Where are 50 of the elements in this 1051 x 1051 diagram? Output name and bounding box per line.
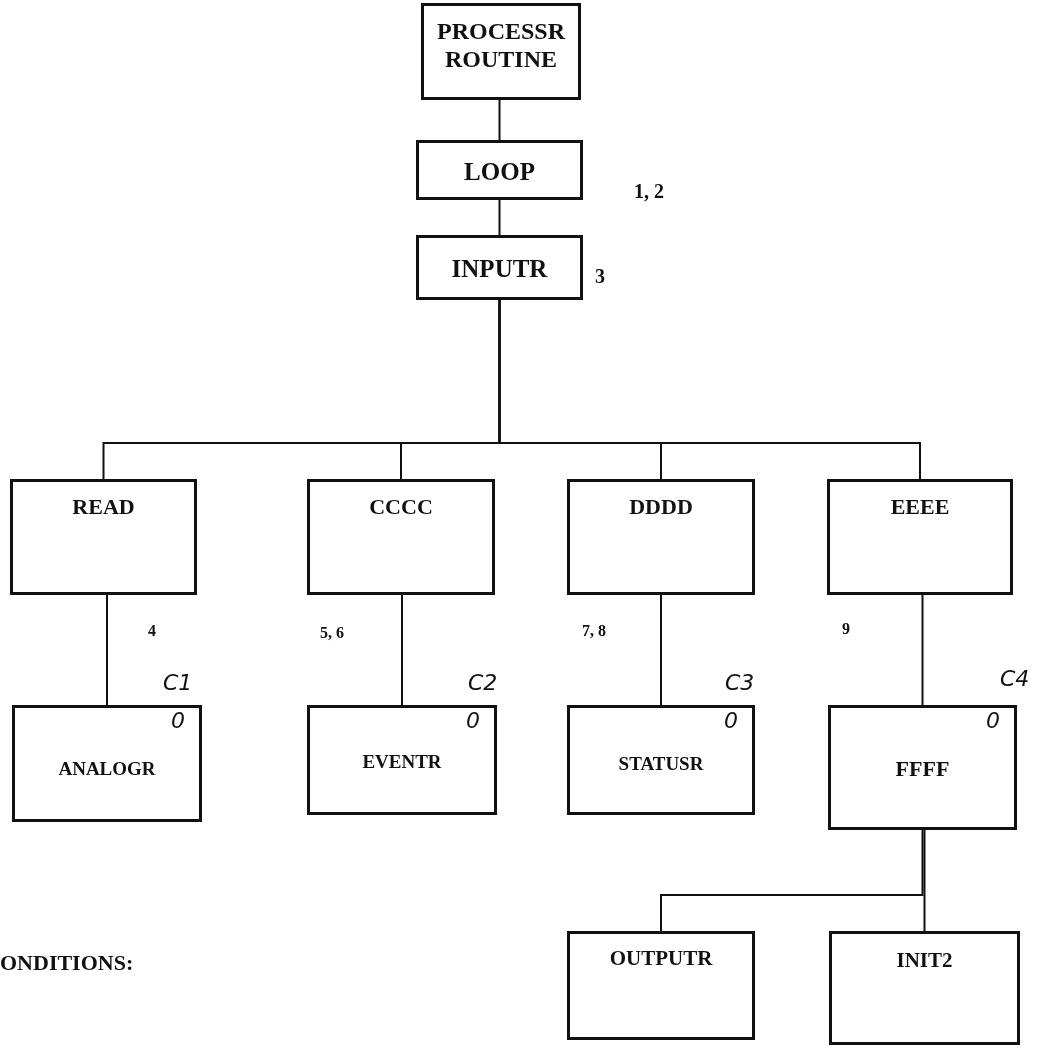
step-number: 4 — [148, 622, 156, 640]
connector-line — [498, 99, 501, 141]
box-title: INIT2 — [895, 948, 954, 973]
box-title: PROCESSR ROUTINE — [436, 18, 567, 74]
step-number: 1, 2 — [634, 180, 664, 203]
process-box — [416, 140, 583, 200]
process-box — [827, 479, 1013, 595]
process-box — [12, 705, 202, 822]
box-title: READ — [71, 494, 136, 520]
box-title: INPUTR — [450, 255, 549, 284]
connector-line — [660, 829, 924, 932]
connector-line — [498, 199, 501, 236]
connector-line — [660, 594, 662, 706]
connector-line — [498, 299, 921, 480]
process-box — [567, 931, 755, 1040]
box-title: EEEE — [889, 494, 951, 520]
handwritten-mark: 0 — [171, 710, 185, 732]
box-title: DDDD — [628, 494, 694, 520]
box-title: STATUSR — [617, 753, 705, 775]
box-title: EVENTR — [361, 751, 443, 773]
process-box — [416, 235, 583, 300]
process-box — [567, 705, 755, 815]
step-number: 5, 6 — [320, 624, 344, 642]
box-title: OUTPUTR — [608, 946, 714, 971]
section-heading: ONDITIONS: — [0, 950, 134, 976]
connector-line — [106, 594, 108, 706]
handwritten-note: C3 — [725, 672, 755, 694]
handwritten-note: C1 — [163, 672, 193, 694]
process-box — [828, 705, 1017, 830]
connector-line — [921, 594, 924, 706]
box-title: ANALOGR — [57, 758, 157, 780]
handwritten-note: C4 — [1000, 668, 1030, 690]
process-box — [10, 479, 197, 595]
box-title: CCCC — [368, 494, 434, 520]
step-number: 3 — [595, 265, 605, 288]
process-box — [307, 705, 497, 815]
process-box — [829, 931, 1020, 1045]
box-title: FFFF — [894, 756, 951, 782]
connector-line — [401, 594, 403, 706]
connector-line — [923, 829, 926, 932]
box-title: LOOP — [463, 158, 536, 187]
handwritten-note: C2 — [468, 672, 498, 694]
step-number: 7, 8 — [582, 622, 606, 640]
step-number: 9 — [842, 620, 850, 638]
handwritten-mark: 0 — [986, 710, 1000, 732]
handwritten-mark: 0 — [466, 710, 480, 732]
process-box — [567, 479, 755, 595]
handwritten-mark: 0 — [724, 710, 738, 732]
process-box — [307, 479, 495, 595]
process-box — [421, 3, 581, 100]
